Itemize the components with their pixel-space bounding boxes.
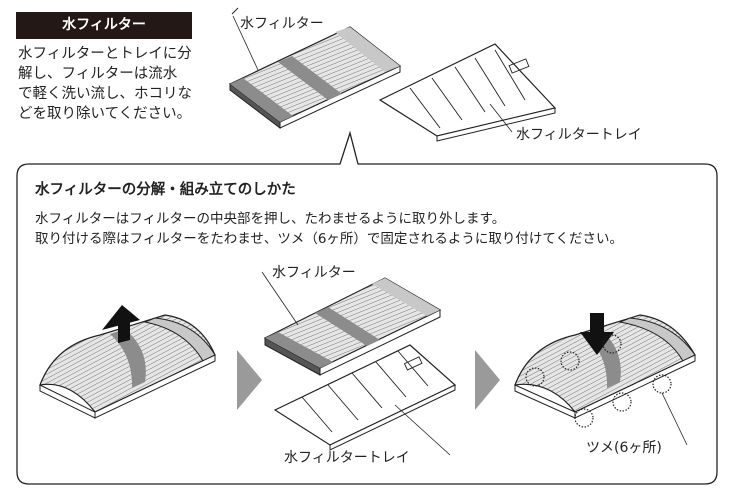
step-filter-label: 水フィルター <box>272 265 356 281</box>
bubble-title: 水フィルターの分解・組み立てのしかた <box>35 182 296 198</box>
section-header: 水フィルター <box>16 12 192 39</box>
water-filter-illustration-exploded <box>261 271 442 376</box>
claw-marker-icons <box>525 334 672 428</box>
filter-label: 水フィルター <box>240 16 324 32</box>
up-arrow-icon <box>118 322 130 343</box>
instruction-line: 水フィルターはフィルターの中央部を押し、たわませるように取り外します。 <box>35 211 506 227</box>
filter-tray-illustration-exploded <box>273 344 457 456</box>
instruction-line: 取り付ける際はフィルターをたわませ、ツメ（6ヶ所）で固定されるように取り付けてく… <box>35 231 624 247</box>
step-tray-label: 水フィルタートレイ <box>284 450 410 466</box>
tray-label: 水フィルタートレイ <box>516 127 642 143</box>
filter-installation-illustration <box>514 313 696 446</box>
next-step-chevron-icon <box>475 350 500 410</box>
down-arrow-icon <box>590 313 604 335</box>
claws-label: ツメ(6ヶ所) <box>586 440 662 456</box>
intro-text-line: どを取り除いてください。 <box>18 106 192 122</box>
intro-text-line: 水フィルターとトレイに分 <box>18 46 192 62</box>
intro-text-line: で軽く洗い流し、ホコリな <box>18 86 192 102</box>
water-filter-illustration-top <box>228 7 402 130</box>
filter-removal-illustration <box>39 305 216 419</box>
intro-text-line: 解し、フィルターは流水 <box>18 66 178 82</box>
filter-tray-illustration-top <box>378 43 557 142</box>
next-step-chevron-icon <box>237 350 262 410</box>
